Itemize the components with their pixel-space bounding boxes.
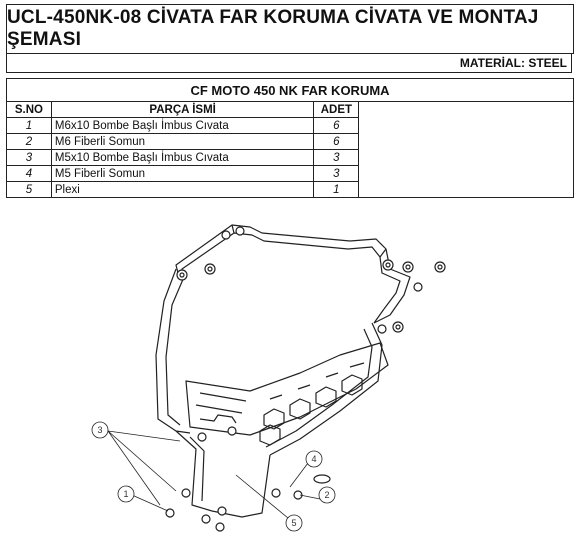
column-header-no: S.NO [6, 101, 52, 118]
material-label: MATERİAL: STEEL [6, 53, 572, 73]
fasteners [165, 226, 446, 532]
row-number: 4 [6, 165, 52, 182]
row-number: 1 [6, 117, 52, 134]
row-part-name: Plexi [50, 181, 315, 198]
row-quantity: 6 [313, 133, 360, 150]
frame-right-leg [265, 322, 383, 456]
row-quantity: 3 [313, 165, 360, 182]
table-row: 5 Plexi 1 [6, 181, 574, 198]
plexi-shield [175, 430, 271, 518]
callout-3 [91, 421, 109, 439]
callout-1 [117, 485, 135, 503]
assembly-drawing: 3 1 2 4 5 [91, 224, 446, 532]
table-header-row: S.NO PARÇA İSMİ ADET [6, 101, 574, 198]
callout-circles [91, 421, 336, 532]
column-header-quantity: ADET [313, 101, 360, 118]
row-number: 3 [6, 149, 52, 166]
table-row: 2 M6 Fiberli Somun 6 [6, 133, 574, 150]
blank-cell [358, 101, 574, 198]
row-quantity: 1 [313, 181, 360, 198]
row-part-name: M5x10 Bombe Başlı İmbus Cıvata [50, 149, 315, 166]
callout-5-label: 5 [291, 518, 296, 528]
row-quantity: 3 [313, 149, 360, 166]
table-row: 4 M5 Fiberli Somun 3 [6, 165, 574, 182]
callout-4-label: 4 [311, 454, 316, 464]
callout-leaders [107, 430, 321, 524]
document-title: UCL-450NK-08 CİVATA FAR KORUMA CİVATA VE… [6, 4, 574, 54]
row-number: 5 [6, 181, 52, 198]
callout-4 [305, 450, 323, 468]
spec-sheet: UCL-450NK-08 CİVATA FAR KORUMA CİVATA VE… [6, 4, 574, 204]
row-part-name: M5 Fiberli Somun [50, 165, 315, 182]
row-number: 2 [6, 133, 52, 150]
model-title: CF MOTO 450 NK FAR KORUMA [6, 78, 574, 102]
row-part-name: M6x10 Bombe Başlı İmbus Cıvata [50, 117, 315, 134]
parts-table: S.NO PARÇA İSMİ ADET 1 M6x10 Bombe Başlı… [6, 101, 574, 198]
honeycomb-guard [185, 342, 389, 446]
row-part-name: M6 Fiberli Somun [50, 133, 315, 150]
table-row: 3 M5x10 Bombe Başlı İmbus Cıvata 3 [6, 149, 574, 166]
callout-2 [318, 486, 336, 504]
column-header-part-name: PARÇA İSMİ [50, 101, 315, 118]
row-quantity: 6 [313, 117, 360, 134]
callout-2-label: 2 [324, 490, 329, 500]
table-row: 1 M6x10 Bombe Başlı İmbus Cıvata 6 [6, 117, 574, 134]
callout-1-label: 1 [123, 489, 128, 499]
frame-left-leg [155, 268, 191, 434]
callout-5 [285, 514, 303, 532]
callout-3-label: 3 [97, 425, 102, 435]
